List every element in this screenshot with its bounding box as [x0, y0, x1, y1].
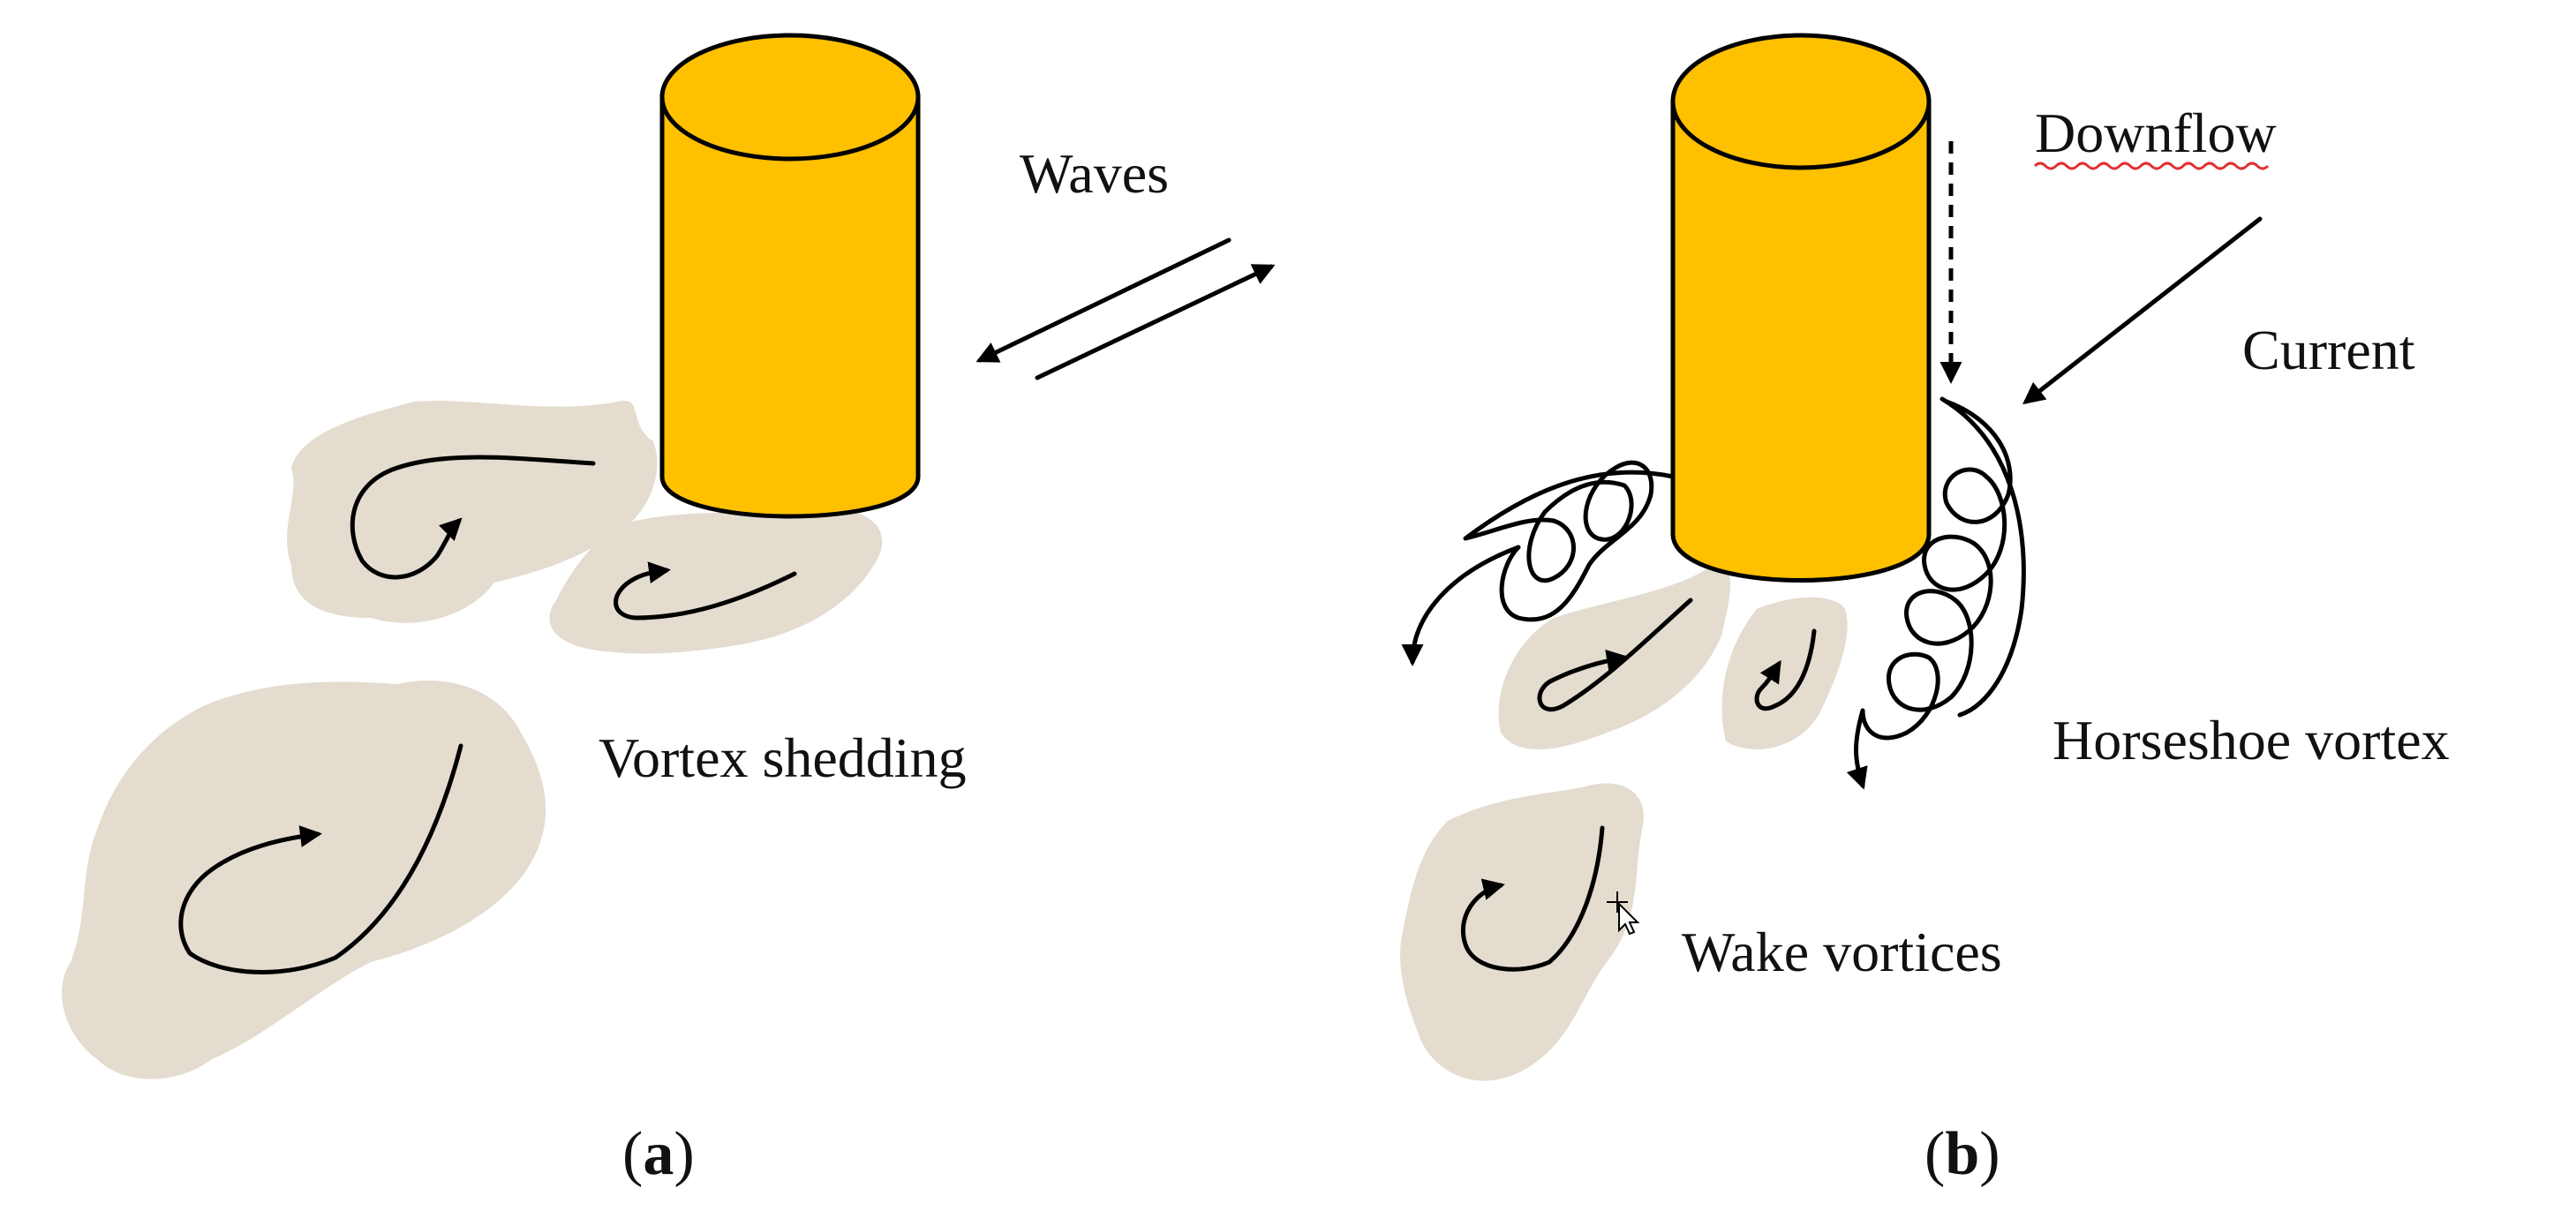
- caption-a-letter: a: [643, 1120, 674, 1188]
- horseshoe-outer-arc: [1940, 396, 2026, 718]
- caption-b: (b): [1924, 1120, 2000, 1188]
- horseshoe-vortex-left: [1401, 460, 1676, 666]
- mouse-cursor-icon: [1607, 891, 1640, 936]
- spellcheck-underline: [2033, 162, 2270, 170]
- pile-top-a: [659, 33, 921, 162]
- pile-top-b: [1670, 33, 1932, 170]
- vortex-arrow-1: [350, 455, 596, 580]
- waves-arrow-right: [1035, 264, 1276, 380]
- current-arrow: [2022, 216, 2263, 405]
- horseshoe-vortex-right: [1846, 399, 2013, 790]
- wake-vortices-label: Wake vortices: [1682, 921, 2002, 983]
- waves-label: Waves: [1020, 142, 1169, 205]
- wake-vortex-arrow-b2: [1754, 628, 1817, 711]
- horseshoe-vortex-label: Horseshoe vortex: [2053, 709, 2450, 771]
- vortex-arrow-3: [178, 743, 463, 974]
- caption-a: (a): [622, 1120, 695, 1188]
- wake-vortex-arrow-b3: [1460, 825, 1605, 972]
- downflow-label: Downflow: [2035, 102, 2277, 164]
- wake-patch-b-center-left: [1498, 563, 1730, 749]
- waves-arrow-left: [975, 237, 1232, 363]
- panel-a: Waves Vortex shedding (a): [62, 33, 1276, 1188]
- pile-cylinder-a: [659, 94, 921, 519]
- pile-cylinder-b: [1670, 99, 1932, 583]
- caption-b-letter: b: [1945, 1120, 1979, 1188]
- wake-vortex-arrow-b1: [1537, 598, 1693, 712]
- wake-patch-b-center-right: [1721, 597, 1848, 749]
- vortex-shedding-label: Vortex shedding: [599, 726, 967, 789]
- wake-patch-b-lower: [1400, 783, 1644, 1081]
- vortex-arrow-2: [614, 561, 797, 621]
- wake-patch-lower-left: [62, 681, 546, 1079]
- current-label: Current: [2242, 319, 2415, 381]
- panel-b: Downflow Current Horseshoe vortex Wake v…: [1400, 33, 2450, 1188]
- wake-patch-upper-left: [287, 401, 658, 623]
